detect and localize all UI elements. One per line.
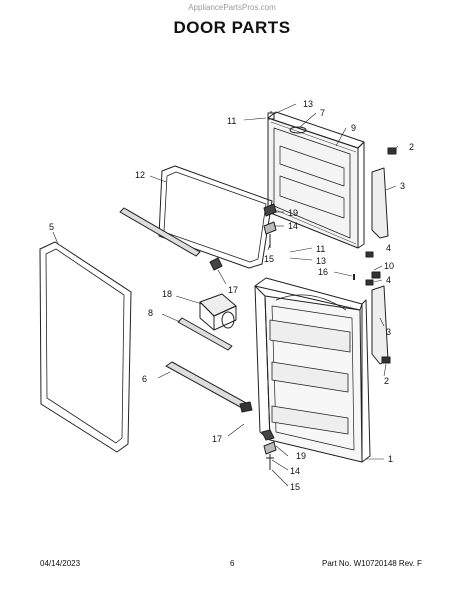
callout-4-mid: 4 <box>386 275 391 285</box>
callout-11-top: 11 <box>227 116 236 126</box>
freezer-strip <box>119 207 201 257</box>
callout-19-bottom: 19 <box>296 451 306 461</box>
part-7 <box>289 126 307 134</box>
callout-10: 10 <box>384 261 394 271</box>
dairy-cover <box>199 293 237 331</box>
hinge-screws <box>365 147 397 364</box>
callout-17-bottom: 17 <box>212 434 222 444</box>
callout-3-mid: 3 <box>386 327 391 337</box>
freezer-door <box>267 111 365 249</box>
page-title: DOOR PARTS <box>173 18 291 37</box>
callout-13-top: 13 <box>303 99 313 109</box>
hinge-bracket-upper <box>371 167 389 239</box>
callout-8: 8 <box>148 308 153 318</box>
clip-upper <box>209 257 223 271</box>
footer-date: 04/14/2023 <box>40 559 81 568</box>
callout-13-mid: 13 <box>316 256 326 266</box>
callout-2-top: 2 <box>409 142 414 152</box>
callout-18: 18 <box>162 289 172 299</box>
footer-part-number: Part No. W10720148 Rev. F <box>322 559 422 568</box>
callout-5: 5 <box>49 222 54 232</box>
door-bars <box>165 317 253 413</box>
leader-lines <box>52 103 399 487</box>
callout-6: 6 <box>142 374 147 384</box>
callouts: 13 11 7 9 2 3 12 19 14 11 13 15 16 10 4 … <box>49 99 414 492</box>
callout-15-bottom: 15 <box>290 482 300 492</box>
watermark: AppliancePartsPros.com <box>188 3 276 12</box>
hinge-bracket-lower <box>371 285 389 365</box>
fresh-food-gasket <box>39 241 132 453</box>
callout-4-top: 4 <box>386 243 391 253</box>
callout-14-bottom: 14 <box>290 466 300 476</box>
callout-9: 9 <box>351 123 356 133</box>
callout-7: 7 <box>320 108 325 118</box>
upper-hinge <box>263 203 277 248</box>
callout-19-top: 19 <box>288 208 298 218</box>
callout-3-top: 3 <box>400 181 405 191</box>
callout-1: 1 <box>388 454 393 464</box>
callout-16: 16 <box>318 267 328 277</box>
freezer-gasket <box>158 165 273 269</box>
top-hinge-screw <box>267 111 275 120</box>
callout-11-mid: 11 <box>316 244 325 254</box>
callout-12: 12 <box>135 170 145 180</box>
callout-14-top: 14 <box>288 221 298 231</box>
callout-2-mid: 2 <box>384 376 389 386</box>
callout-15-top: 15 <box>264 254 274 264</box>
callout-17-top: 17 <box>228 285 238 295</box>
fresh-food-door <box>254 277 371 463</box>
lower-hinge <box>261 429 277 470</box>
footer-page: 6 <box>230 559 235 568</box>
